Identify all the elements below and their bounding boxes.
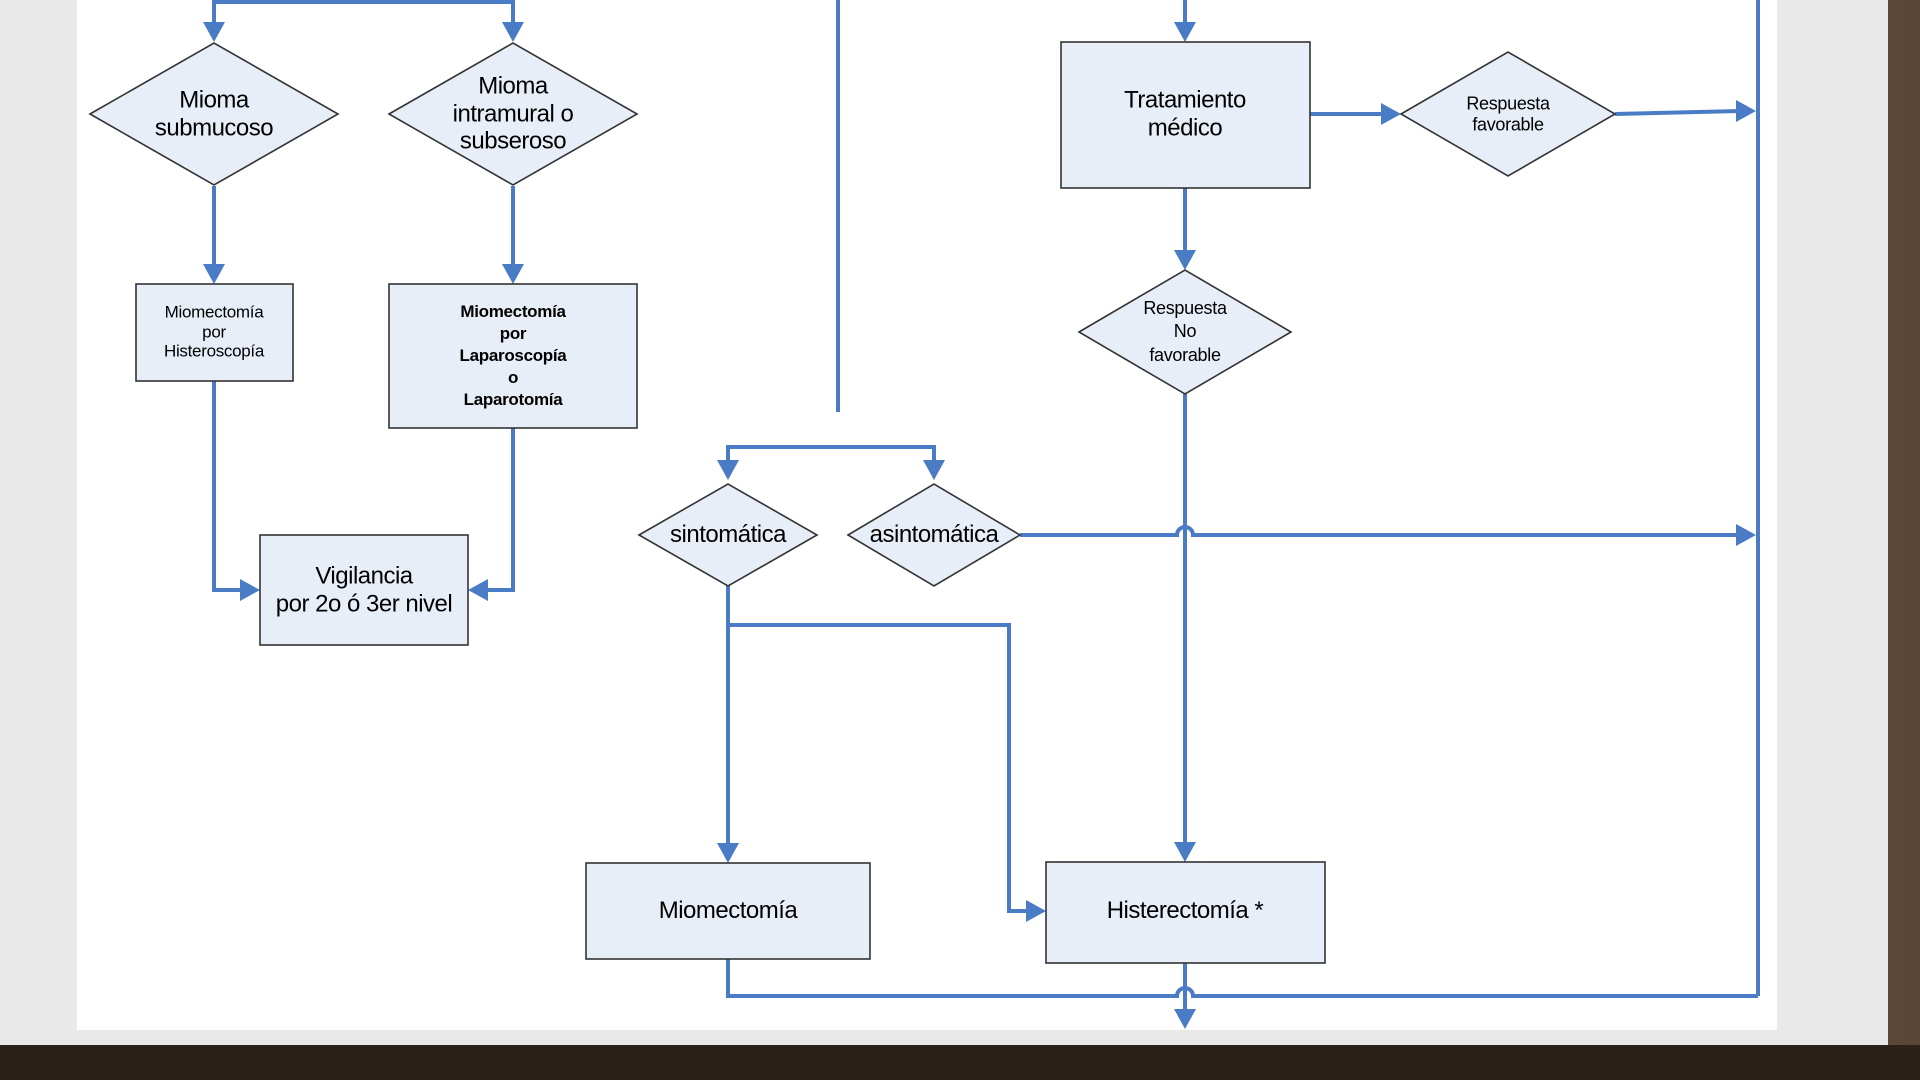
- edge-respuesta-fav-to-right: [1614, 109, 1741, 116]
- node-mioma-intramural-label: Mioma intramural o subseroso: [452, 72, 574, 155]
- arrowhead-down-histeroscopia: [203, 264, 225, 284]
- node-tratamiento-medico-label: Tratamiento médico: [1124, 86, 1246, 141]
- arrowhead-down-histerectomia: [1174, 842, 1196, 862]
- arrowhead-right-respuesta-fav: [1381, 103, 1401, 125]
- edge-split-sint-asint: [726, 445, 936, 464]
- arrowhead-right-histerectomia: [1026, 900, 1046, 922]
- node-sintomatica-label: sintomática: [670, 521, 786, 549]
- node-miomectomia-histeroscopia-label: Miomectomía por Histeroscopía: [163, 302, 265, 361]
- dark-bottom-band: [0, 1045, 1920, 1080]
- node-miomectomia-histeroscopia-box: [135, 283, 294, 382]
- node-histerectomia-box: [1045, 861, 1326, 964]
- node-respuesta-no-favorable-label: Respuesta No favorable: [1143, 297, 1227, 365]
- edge-asintomatica-to-right: [1020, 525, 1740, 537]
- arrowhead-right-fav-exit: [1736, 100, 1756, 122]
- arrowhead-left-vigilancia-right: [468, 579, 488, 601]
- node-respuesta-favorable-diamond: [1399, 51, 1617, 177]
- edge-sintomatica-to-histerectomia: [728, 623, 1030, 913]
- node-miomectomia-label: Miomectomía: [658, 897, 798, 925]
- arrowhead-down-sintomatica: [717, 460, 739, 480]
- edge-top-left-branch: [212, 0, 515, 26]
- edge-histeroscopia-to-vigilancia: [212, 381, 244, 592]
- arrowhead-down-respuesta-nofav: [1174, 250, 1196, 270]
- node-asintomatica-diamond: [846, 483, 1022, 587]
- arrowhead-down-tratamiento: [1174, 22, 1196, 42]
- edge-laparoscopia-to-vigilancia: [484, 428, 515, 592]
- node-mioma-submucoso-label: Mioma submucoso: [154, 86, 274, 141]
- arrowhead-down-intramural: [502, 22, 524, 42]
- node-miomectomia-box: [585, 862, 871, 960]
- arrowhead-right-vigilancia-left: [240, 579, 260, 601]
- node-histerectomia-label: Histerectomía *: [1106, 897, 1264, 925]
- node-tratamiento-medico-box: [1060, 41, 1311, 189]
- arrowhead-down-miomectomia: [717, 843, 739, 863]
- arrowhead-right-asint-exit: [1736, 524, 1756, 546]
- node-respuesta-favorable-label: Respuesta favorable: [1466, 93, 1550, 134]
- node-respuesta-no-favorable-diamond: [1077, 269, 1293, 395]
- node-mioma-intramural-diamond: [387, 42, 639, 186]
- arrowhead-down-bottom: [1174, 1009, 1196, 1029]
- node-miomectomia-laparoscopia-box: [388, 283, 638, 429]
- arrowhead-down-asintomatica: [923, 460, 945, 480]
- arrowhead-down-laparoscopia: [502, 264, 524, 284]
- arrowhead-down-submucoso: [203, 22, 225, 42]
- node-asintomatica-label: asintomática: [869, 521, 999, 549]
- node-sintomatica-diamond: [637, 483, 819, 587]
- node-miomectomia-laparoscopia-label: Miomectomía por Laparoscopía o Laparotom…: [459, 301, 567, 410]
- node-vigilancia-label: Vigilancia por 2o ó 3er nivel: [275, 562, 453, 617]
- node-mioma-submucoso-diamond: [88, 42, 340, 186]
- node-vigilancia-box: [259, 534, 469, 646]
